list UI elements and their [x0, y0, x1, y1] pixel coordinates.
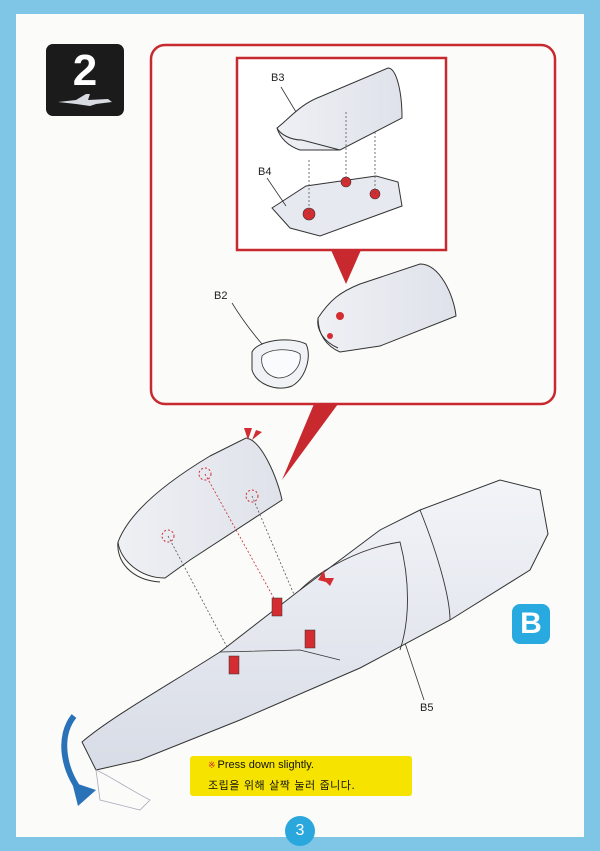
assembled-cowl-shape [317, 263, 457, 353]
press-marks [244, 428, 334, 586]
label-b3: B3 [271, 72, 285, 84]
step-badge: 2 [46, 44, 124, 116]
part-b3-shape [276, 67, 403, 151]
note-english-text: Press down slightly. [217, 759, 314, 771]
section-badge: B [512, 604, 550, 644]
loose-cowl-shape [117, 437, 311, 661]
part-b4-shape [271, 110, 403, 237]
label-b2: B2 [214, 290, 228, 302]
detail-frame [149, 43, 557, 406]
ghost-nose-shape [95, 769, 151, 811]
note-english: ※Press down slightly. [208, 759, 314, 771]
page-number: 3 [285, 816, 315, 846]
press-note: ※Press down slightly. 조립을 위해 살짝 눌러 줍니다. [190, 756, 412, 796]
detail-pointer-2 [282, 404, 338, 480]
label-b5: B5 [420, 702, 434, 714]
note-mark: ※ [208, 760, 216, 770]
part-b2-shape [251, 339, 309, 389]
note-korean: 조립을 위해 살짝 눌러 줍니다. [208, 779, 356, 792]
detail-pointer-1 [331, 250, 361, 284]
jet-icon [58, 94, 112, 106]
label-b4: B4 [258, 166, 272, 178]
rotation-arrow [61, 714, 96, 806]
step-number: 2 [72, 46, 98, 95]
